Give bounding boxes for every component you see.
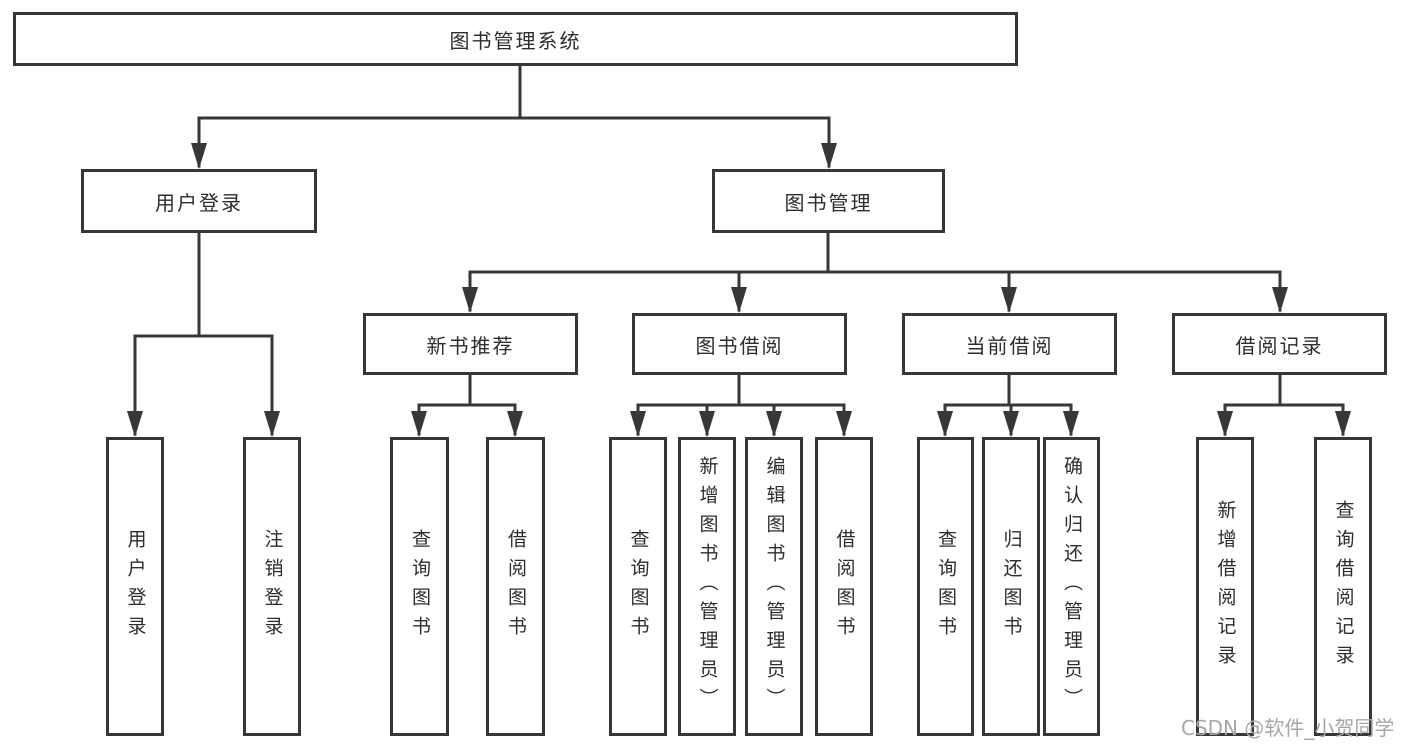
leaf-current-confirm-return-admin: 确认归还（管理员）	[1043, 437, 1100, 736]
leaf-borrowing-add-books-admin: 新增图书（管理员）	[678, 437, 736, 736]
leaf-current-query-books: 查询图书	[917, 437, 974, 736]
leaf-borrowing-query-books: 查询图书	[609, 437, 667, 736]
leaf-borrowing-borrow-books: 借阅图书	[815, 437, 873, 736]
node-borrow-records: 借阅记录	[1172, 313, 1387, 375]
leaf-current-return-books: 归还图书	[982, 437, 1040, 736]
node-book-management: 图书管理	[712, 169, 945, 233]
node-new-book-recommend: 新书推荐	[363, 313, 578, 375]
csdn-watermark: CSDN @软件_小贺同学	[1181, 716, 1395, 740]
leaf-records-query-borrow-record: 查询借阅记录	[1314, 437, 1372, 736]
leaf-user-login: 用户登录	[106, 437, 164, 736]
leaf-newrec-query-books: 查询图书	[390, 437, 449, 736]
node-root-system: 图书管理系统	[13, 12, 1018, 66]
leaf-newrec-borrow-books: 借阅图书	[486, 437, 545, 736]
node-book-borrowing: 图书借阅	[632, 313, 847, 375]
leaf-logout: 注销登录	[243, 437, 301, 736]
node-current-borrowing: 当前借阅	[902, 313, 1117, 375]
node-user-login: 用户登录	[81, 169, 317, 233]
leaf-records-add-borrow-record: 新增借阅记录	[1196, 437, 1254, 736]
leaf-borrowing-edit-books-admin: 编辑图书（管理员）	[745, 437, 803, 736]
